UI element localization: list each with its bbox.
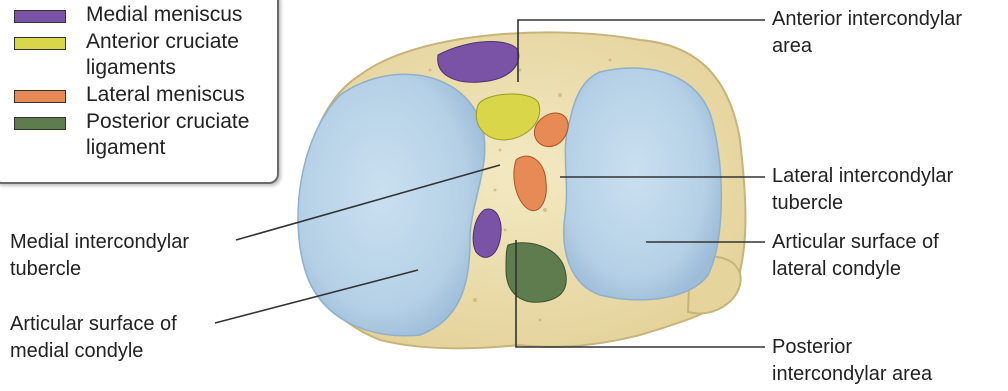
legend-swatch — [14, 10, 66, 23]
legend: Medial meniscus Anterior cruciate ligame… — [0, 0, 279, 184]
legend-label: Medial meniscus — [86, 2, 266, 28]
legend-item-posterior-cruciate: Posterior cruciate ligament — [14, 109, 266, 161]
label-articular-surface-lateral: Articular surface of lateral condyle — [772, 229, 982, 283]
legend-label: Anterior cruciate ligaments — [86, 29, 266, 81]
label-anterior-intercondylar-area: Anterior intercondylar area — [772, 6, 1002, 60]
label-posterior-intercondylar-area: Posterior intercondylar area — [772, 334, 962, 388]
legend-swatch — [14, 37, 66, 50]
label-lateral-intercondylar-tubercle: Lateral intercondylar tubercle — [772, 163, 1002, 217]
legend-swatch — [14, 90, 66, 103]
legend-swatch — [14, 117, 66, 130]
lateral-articular-surface — [564, 68, 722, 300]
legend-item-lateral-meniscus: Lateral meniscus — [14, 82, 266, 108]
legend-label: Posterior cruciate ligament — [86, 109, 266, 161]
medial-articular-surface — [298, 74, 485, 335]
label-articular-surface-medial: Articular surface of medial condyle — [10, 311, 210, 365]
legend-label: Lateral meniscus — [86, 82, 266, 108]
legend-item-medial-meniscus: Medial meniscus — [14, 2, 266, 28]
label-medial-intercondylar-tubercle: Medial intercondylar tubercle — [10, 229, 235, 283]
legend-item-anterior-cruciate: Anterior cruciate ligaments — [14, 29, 266, 81]
